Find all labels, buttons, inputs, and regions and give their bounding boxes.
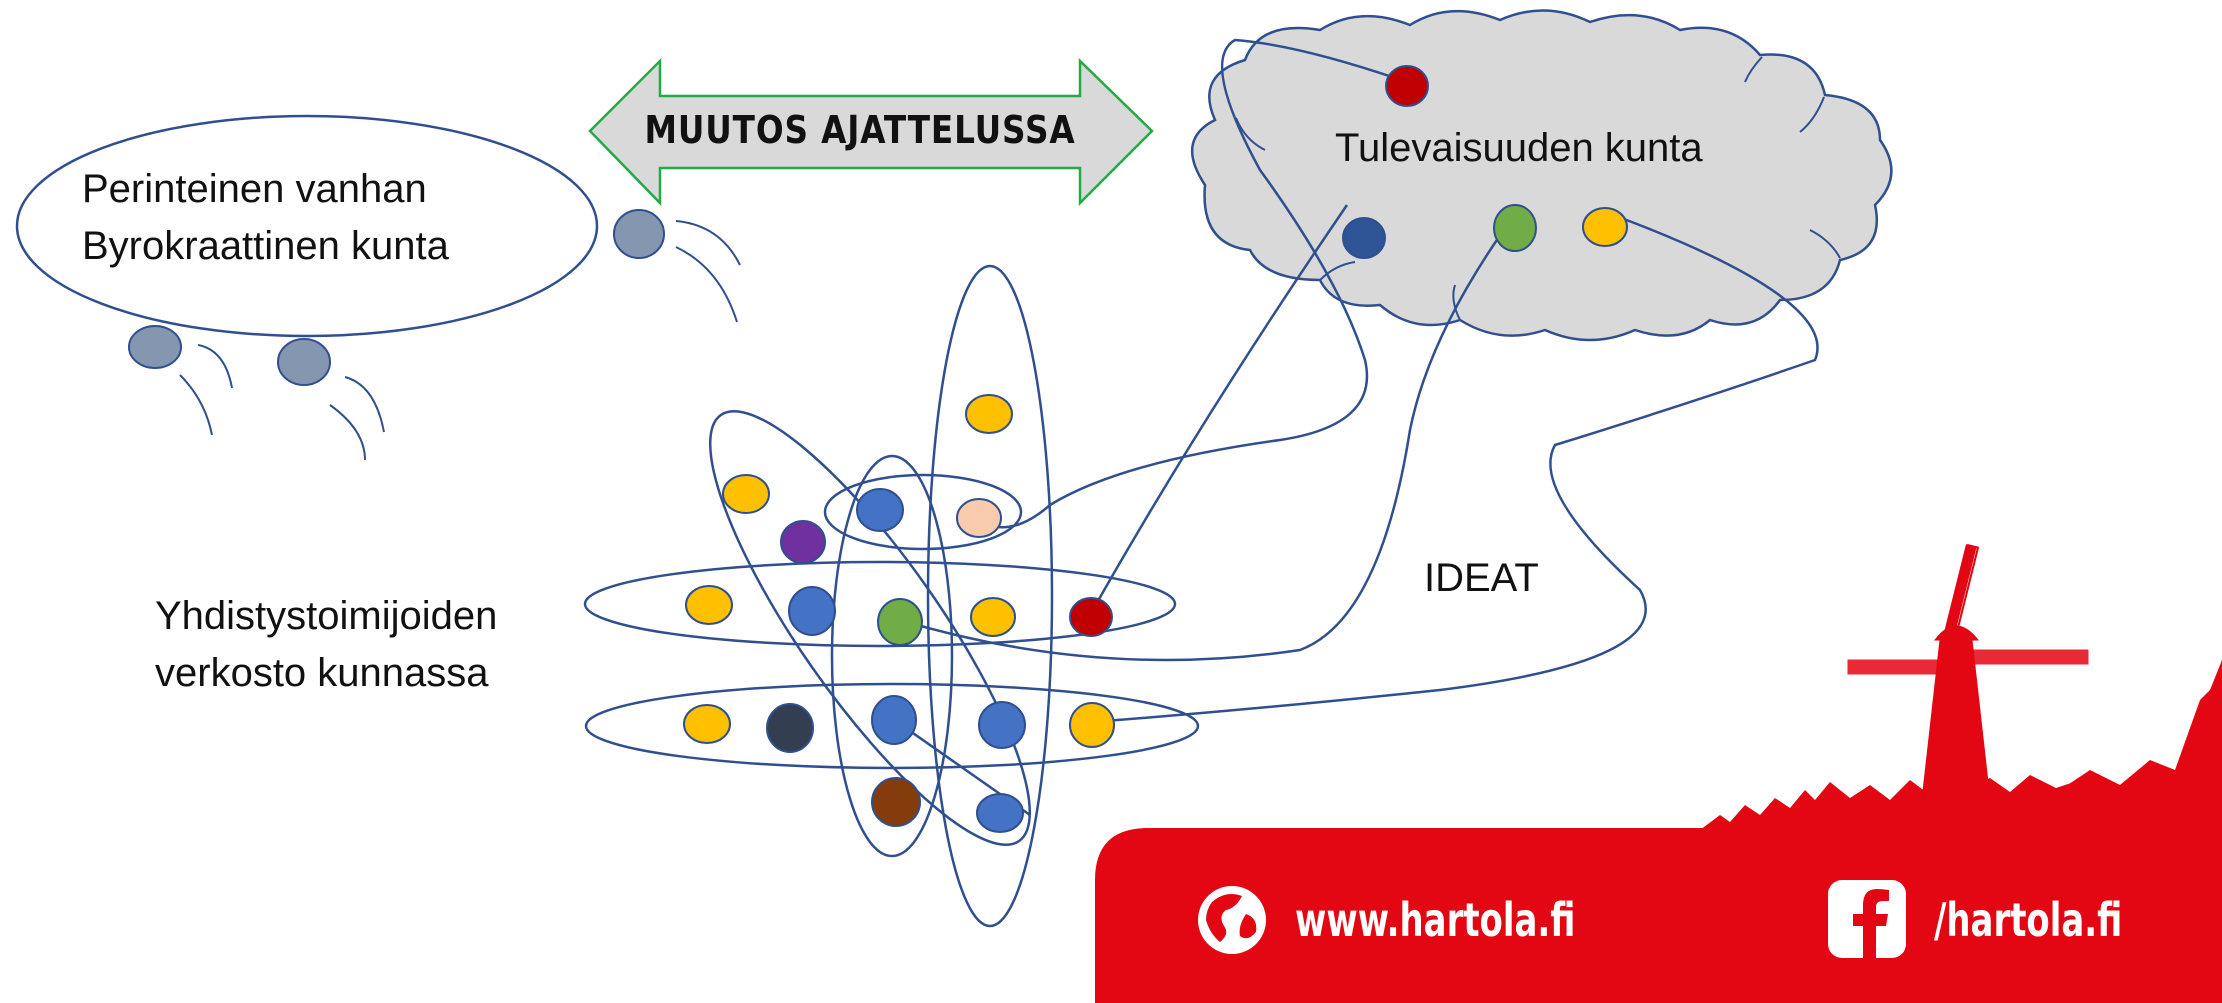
idea-line-green: [899, 209, 1520, 662]
dot-blue: [856, 488, 904, 532]
dot-yellow: [685, 585, 733, 625]
dot-peach: [956, 498, 1002, 538]
dot-red: [1385, 65, 1429, 107]
motion-line: [197, 344, 233, 389]
dot-green: [877, 598, 923, 646]
idea-line-yellow: [1091, 214, 1819, 724]
treeline-silhouette: [1700, 660, 2222, 830]
idea-line-navy: [1088, 204, 1349, 616]
dot-purple: [780, 520, 826, 564]
dot-blue: [978, 701, 1026, 749]
dot-brown: [871, 777, 921, 827]
change-double-arrow: [588, 57, 1154, 207]
idea-lines: [879, 38, 1819, 817]
network-ring-small: [823, 473, 1023, 551]
old-municipality-ellipse: [15, 114, 599, 338]
cloud-inner-curve: [1744, 56, 1763, 83]
dot-yellow: [722, 474, 770, 514]
dot-blue: [788, 586, 836, 636]
cloud-dots: [1342, 65, 1628, 259]
fading-dot: [128, 325, 182, 369]
cloud-inner-curve: [1452, 284, 1461, 321]
network-ring-horizontal-top: [583, 560, 1177, 648]
dot-yellow: [970, 597, 1016, 637]
future-municipality-label: Tulevaisuuden kunta: [1335, 126, 1703, 170]
network-ring-horizontal-bottom: [584, 682, 1200, 770]
dot-green: [1493, 204, 1537, 252]
cloud-inner-curve: [1799, 96, 1825, 133]
network-label-line2: verkosto kunnassa: [155, 651, 489, 695]
motion-line: [344, 376, 385, 433]
cloud-inner-curve: [1809, 229, 1841, 259]
cloud-inner-curve: [1319, 261, 1356, 281]
network-ring-vertical-short: [830, 454, 954, 858]
facebook-icon[interactable]: [1828, 880, 1906, 958]
windmill-logo: [1847, 543, 2089, 801]
old-municipality-label-line1: Perinteinen vanhan: [82, 167, 427, 211]
fading-dot: [613, 209, 665, 259]
old-municipality-label-line2: Byrokraattinen kunta: [82, 224, 449, 268]
dot-blue: [871, 695, 917, 745]
globe-icon[interactable]: [1198, 886, 1266, 954]
network-ring-diagonal: [708, 410, 1032, 846]
ideas-label: IDEAT: [1424, 556, 1539, 600]
motion-line: [179, 374, 213, 436]
arrow-label: MUUTOS AJATTELUSSA: [644, 108, 1076, 152]
motion-line: [329, 404, 366, 461]
fading-dot: [277, 338, 331, 386]
network-label-line1: Yhdistystoimijoiden: [155, 594, 498, 638]
facebook-link[interactable]: /hartola.fi: [1934, 893, 2123, 947]
dot-yellow: [965, 394, 1013, 434]
network-ellipses: [583, 264, 1200, 928]
dot-blue: [976, 793, 1024, 833]
dot-yellow: [1069, 702, 1115, 748]
network-dots: [683, 394, 1115, 833]
idea-line-red: [977, 38, 1408, 529]
motion-line: [675, 220, 741, 266]
dot-yellow: [1582, 207, 1628, 247]
footer-banner: [1095, 543, 2222, 1003]
dot-navy: [766, 703, 814, 753]
motion-line: [675, 246, 738, 323]
website-link[interactable]: www.hartola.fi: [1295, 893, 1576, 947]
dot-red: [1069, 597, 1113, 637]
dot-yellow: [683, 704, 731, 744]
network-ring-vertical-tall: [926, 264, 1054, 928]
dot-dark-blue: [1342, 217, 1386, 259]
old-municipality-bubble: [15, 114, 741, 461]
